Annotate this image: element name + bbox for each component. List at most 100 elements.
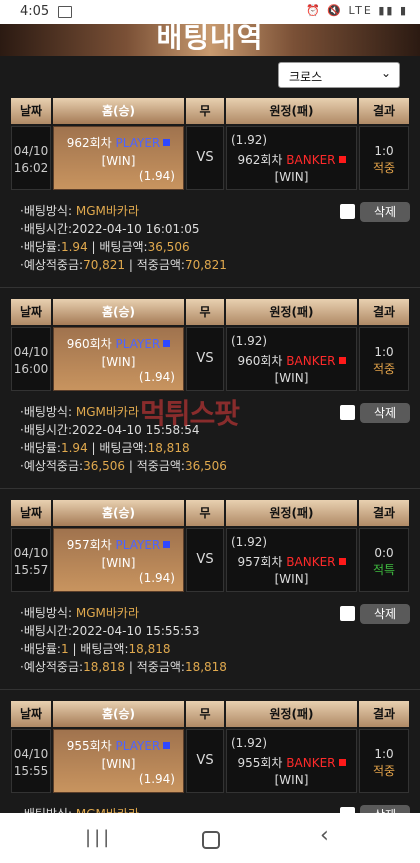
page-title: 배팅내역 xyxy=(156,24,264,54)
col-date: 날짜 xyxy=(11,701,51,727)
amount-value: 36,506 xyxy=(147,240,190,254)
away-side: BANKER xyxy=(286,354,336,368)
away-result: [WIN] xyxy=(274,170,309,184)
bet-date: 04/10 15:55 xyxy=(11,729,51,793)
watermark-logo: 먹튀스팟 xyxy=(140,397,240,430)
col-result: 결과 xyxy=(359,299,409,325)
divider xyxy=(0,287,420,288)
home-pick[interactable]: 957회차 PLAYER [WIN] (1.94) xyxy=(53,528,184,592)
time-text: 16:00 xyxy=(13,362,49,376)
home-side: PLAYER xyxy=(115,739,161,753)
delete-button[interactable]: 삭제 xyxy=(360,202,410,222)
image-notification-icon xyxy=(58,6,72,18)
col-draw: 무 xyxy=(186,701,224,727)
home-round: 957회차 xyxy=(66,538,112,552)
bet-date: 04/10 16:00 xyxy=(11,327,51,391)
home-pick[interactable]: 960회차 PLAYER [WIN] (1.94) xyxy=(53,327,184,391)
col-away: 원정(패) xyxy=(226,500,357,526)
col-draw: 무 xyxy=(186,98,224,124)
away-odds: (1.92) xyxy=(231,535,268,549)
away-pick[interactable]: (1.92) 955회차 BANKER [WIN] xyxy=(226,729,357,793)
home-result: [WIN] xyxy=(101,556,136,570)
hit-status: 적중 xyxy=(372,764,396,778)
away-round: 955회차 xyxy=(237,756,283,770)
odds-label: ·배당률: xyxy=(20,441,61,455)
time-label: ·배팅시간: xyxy=(20,624,73,638)
method-label: ·배팅방식: xyxy=(20,606,73,620)
divider xyxy=(0,488,420,489)
hit-status: 적특 xyxy=(372,563,396,577)
away-round: 960회차 xyxy=(237,354,283,368)
vs-label: VS xyxy=(186,126,224,190)
home-odds: (1.94) xyxy=(138,571,175,585)
bet-type-selected: 크로스 xyxy=(289,70,323,84)
status-bar: 4:05 ⏰ 🔇 LTE ▮▮ ▮ xyxy=(0,0,420,24)
home-button[interactable] xyxy=(202,831,220,849)
bet-time: 2022-04-10 16:01:05 xyxy=(72,222,200,236)
bet-time: 2022-04-10 15:58:54 xyxy=(72,423,200,437)
win-value: 70,821 xyxy=(184,258,227,272)
bet-result: 1:0 적중 xyxy=(359,729,409,793)
page-header: 배팅내역 xyxy=(0,24,420,56)
home-round: 955회차 xyxy=(66,739,112,753)
expected-label: ·예상적중금: xyxy=(20,258,84,272)
col-away: 원정(패) xyxy=(226,701,357,727)
blue-square-icon xyxy=(163,139,171,146)
hit-status: 적중 xyxy=(372,362,396,376)
time-text: 15:55 xyxy=(13,764,49,778)
status-time: 4:05 xyxy=(20,4,50,19)
amount-value: 18,818 xyxy=(128,642,171,656)
away-side: BANKER xyxy=(286,555,336,569)
home-round: 960회차 xyxy=(66,337,112,351)
recent-apps-button[interactable]: ||| xyxy=(85,827,113,848)
win-label: | 적중금액: xyxy=(125,459,185,473)
away-pick[interactable]: (1.92) 962회차 BANKER [WIN] xyxy=(226,126,357,190)
home-result: [WIN] xyxy=(101,355,136,369)
expected-label: ·예상적중금: xyxy=(20,459,84,473)
away-pick[interactable]: (1.92) 957회차 BANKER [WIN] xyxy=(226,528,357,592)
away-pick[interactable]: (1.92) 960회차 BANKER [WIN] xyxy=(226,327,357,391)
select-checkbox[interactable] xyxy=(340,405,355,420)
back-button[interactable]: ‹ xyxy=(320,823,329,848)
away-odds: (1.92) xyxy=(231,334,268,348)
col-home: 홈(승) xyxy=(53,701,184,727)
select-checkbox[interactable] xyxy=(340,606,355,621)
home-result: [WIN] xyxy=(101,154,136,168)
bet-type-select[interactable]: 크로스 ⌄ xyxy=(278,62,400,88)
home-round: 962회차 xyxy=(66,136,112,150)
blue-square-icon xyxy=(163,340,171,347)
home-pick[interactable]: 962회차 PLAYER [WIN] (1.94) xyxy=(53,126,184,190)
bet-result: 1:0 적중 xyxy=(359,126,409,190)
home-odds: (1.94) xyxy=(138,370,175,384)
red-square-icon xyxy=(338,558,346,565)
home-odds: (1.94) xyxy=(138,169,175,183)
expected-value: 70,821 xyxy=(83,258,126,272)
date-text: 04/10 xyxy=(13,144,49,158)
select-checkbox[interactable] xyxy=(340,204,355,219)
col-result: 결과 xyxy=(359,98,409,124)
win-value: 18,818 xyxy=(184,660,227,674)
home-result: [WIN] xyxy=(101,757,136,771)
bet-date: 04/10 16:02 xyxy=(11,126,51,190)
hit-status: 적중 xyxy=(372,161,396,175)
date-text: 04/10 xyxy=(13,345,49,359)
home-side: PLAYER xyxy=(115,538,161,552)
method-value: MGM바카라 xyxy=(75,606,139,620)
delete-button[interactable]: 삭제 xyxy=(360,604,410,624)
score: 1:0 xyxy=(374,345,394,359)
red-square-icon xyxy=(338,357,346,364)
col-home: 홈(승) xyxy=(53,98,184,124)
time-text: 15:57 xyxy=(13,563,49,577)
col-result: 결과 xyxy=(359,500,409,526)
win-label: | 적중금액: xyxy=(125,258,185,272)
home-pick[interactable]: 955회차 PLAYER [WIN] (1.94) xyxy=(53,729,184,793)
bet-time: 2022-04-10 15:55:53 xyxy=(72,624,200,638)
away-result: [WIN] xyxy=(274,371,309,385)
status-icons: ⏰ 🔇 LTE ▮▮ ▮ xyxy=(306,4,408,17)
col-date: 날짜 xyxy=(11,500,51,526)
system-nav-bar: ||| ‹ xyxy=(0,813,420,863)
odds-value: 1.94 xyxy=(60,240,88,254)
red-square-icon xyxy=(338,156,346,163)
delete-button[interactable]: 삭제 xyxy=(360,403,410,423)
method-label: ·배팅방식: xyxy=(20,405,73,419)
